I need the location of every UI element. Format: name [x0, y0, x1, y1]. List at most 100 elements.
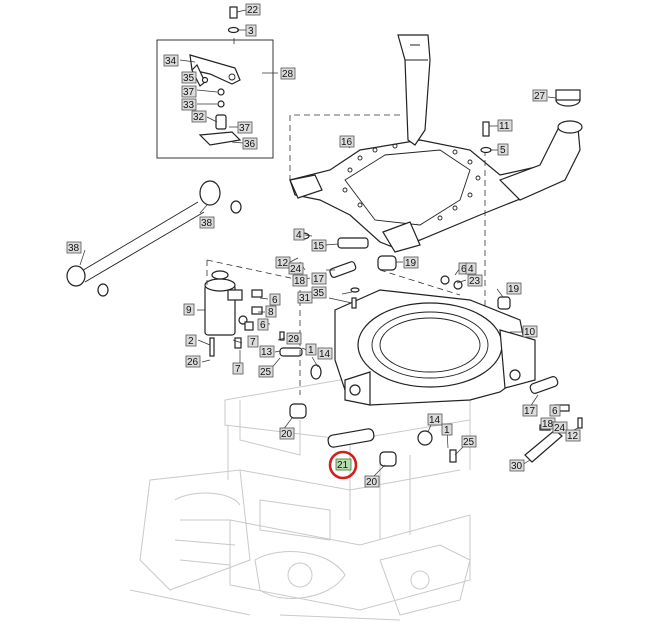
small-hardware	[209, 232, 583, 467]
callout-33: 33	[181, 98, 197, 111]
tie-rod-part-38	[66, 180, 242, 297]
callout-37-inset-a: 37	[181, 85, 197, 98]
svg-text:6: 6	[260, 320, 266, 331]
callout-25-a: 25	[258, 365, 274, 378]
svg-text:6: 6	[272, 295, 278, 306]
callout-13: 13	[259, 345, 275, 358]
bolt-11-washer-5	[480, 121, 492, 154]
callout-19-a: 19	[403, 256, 419, 269]
svg-text:4: 4	[468, 264, 474, 275]
svg-text:37: 37	[239, 123, 251, 134]
callout-26: 26	[185, 355, 201, 368]
svg-text:25: 25	[260, 367, 272, 378]
callout-36: 36	[242, 137, 258, 150]
callout-3: 3	[245, 24, 257, 37]
svg-text:19: 19	[405, 258, 417, 269]
svg-text:20: 20	[366, 477, 378, 488]
svg-text:10: 10	[524, 327, 536, 338]
slewing-ring-plate-part-10	[334, 289, 536, 406]
svg-text:1: 1	[444, 425, 450, 436]
svg-text:11: 11	[499, 121, 510, 132]
svg-text:7: 7	[235, 364, 241, 375]
callout-20-a: 20	[279, 427, 295, 440]
svg-text:13: 13	[261, 347, 273, 358]
callout-32: 32	[191, 110, 207, 123]
svg-text:8: 8	[268, 307, 274, 318]
hydraulic-motor-part-9	[204, 270, 248, 336]
svg-text:38: 38	[68, 243, 80, 254]
callout-23: 23	[467, 274, 483, 287]
svg-text:24: 24	[554, 423, 566, 434]
svg-text:26: 26	[187, 357, 199, 368]
callout-22: 22	[245, 3, 261, 16]
detail-inset-box	[156, 39, 274, 159]
callout-4-a: 4	[293, 228, 305, 241]
callout-15: 15	[311, 239, 327, 252]
callout-7-b: 7	[232, 362, 244, 375]
svg-text:6: 6	[461, 264, 467, 275]
svg-text:17: 17	[524, 406, 536, 417]
callout-5: 5	[497, 143, 509, 156]
callout-34: 34	[163, 54, 179, 67]
svg-text:16: 16	[341, 137, 353, 148]
callout-1-a: 1	[305, 343, 317, 356]
callout-14-a: 14	[317, 347, 333, 360]
callout-35-inset: 35	[181, 71, 197, 84]
callout-6-c: 6	[257, 318, 269, 331]
svg-text:36: 36	[244, 139, 256, 150]
svg-text:1: 1	[308, 345, 314, 356]
callout-24-b: 24	[552, 421, 568, 434]
svg-text:14: 14	[319, 349, 331, 360]
callout-16: 16	[339, 135, 355, 148]
callout-35-b: 35	[311, 286, 327, 299]
callout-6-b: 6	[269, 293, 281, 306]
callout-8: 8	[265, 305, 277, 318]
callout-19-b: 19	[506, 282, 522, 295]
svg-text:31: 31	[299, 293, 311, 304]
highlighted-callout-21[interactable]: 21	[328, 450, 358, 480]
callout-18-a: 18	[292, 274, 308, 287]
top-bolt	[227, 6, 240, 34]
svg-text:33: 33	[183, 100, 195, 111]
svg-text:17: 17	[313, 274, 325, 285]
callout-2: 2	[185, 334, 197, 347]
svg-text:3: 3	[248, 26, 254, 37]
svg-text:14: 14	[429, 415, 441, 426]
callout-7-a: 7	[247, 335, 259, 348]
svg-text:28: 28	[282, 69, 294, 80]
callout-9: 9	[183, 303, 195, 316]
svg-text:21: 21	[337, 460, 349, 471]
background-chassis	[129, 379, 471, 621]
callout-14-b: 14	[427, 413, 443, 426]
svg-text:19: 19	[508, 284, 520, 295]
svg-text:38: 38	[201, 218, 213, 229]
callout-17-a: 17	[311, 272, 327, 285]
callout-38-a: 38	[199, 216, 215, 229]
callout-6-d: 6	[549, 404, 561, 417]
callout-12-b: 12	[565, 429, 581, 442]
callout-27: 27	[532, 89, 548, 102]
upper-frame-part-16	[289, 34, 547, 253]
svg-text:12: 12	[567, 431, 579, 442]
svg-text:20: 20	[281, 429, 293, 440]
svg-text:27: 27	[534, 91, 546, 102]
callout-30: 30	[509, 459, 525, 472]
callout-17-b: 17	[522, 404, 538, 417]
svg-text:7: 7	[250, 337, 256, 348]
callout-1-b: 1	[441, 423, 453, 436]
svg-text:18: 18	[294, 276, 306, 287]
callout-29: 29	[286, 332, 302, 345]
callouts: 22 3 34 28 35 37 33 32 37 36 16 27 11 5 …	[66, 3, 581, 488]
svg-text:15: 15	[313, 241, 325, 252]
callout-12-a: 12	[275, 256, 291, 269]
svg-text:37: 37	[183, 87, 195, 98]
svg-text:6: 6	[552, 406, 558, 417]
svg-text:2: 2	[188, 336, 194, 347]
svg-text:12: 12	[277, 258, 289, 269]
svg-text:35: 35	[313, 288, 325, 299]
upper-frame-bolt-holes	[342, 143, 481, 221]
callout-24-a: 24	[288, 262, 304, 275]
svg-text:5: 5	[500, 145, 506, 156]
svg-text:32: 32	[193, 112, 205, 123]
